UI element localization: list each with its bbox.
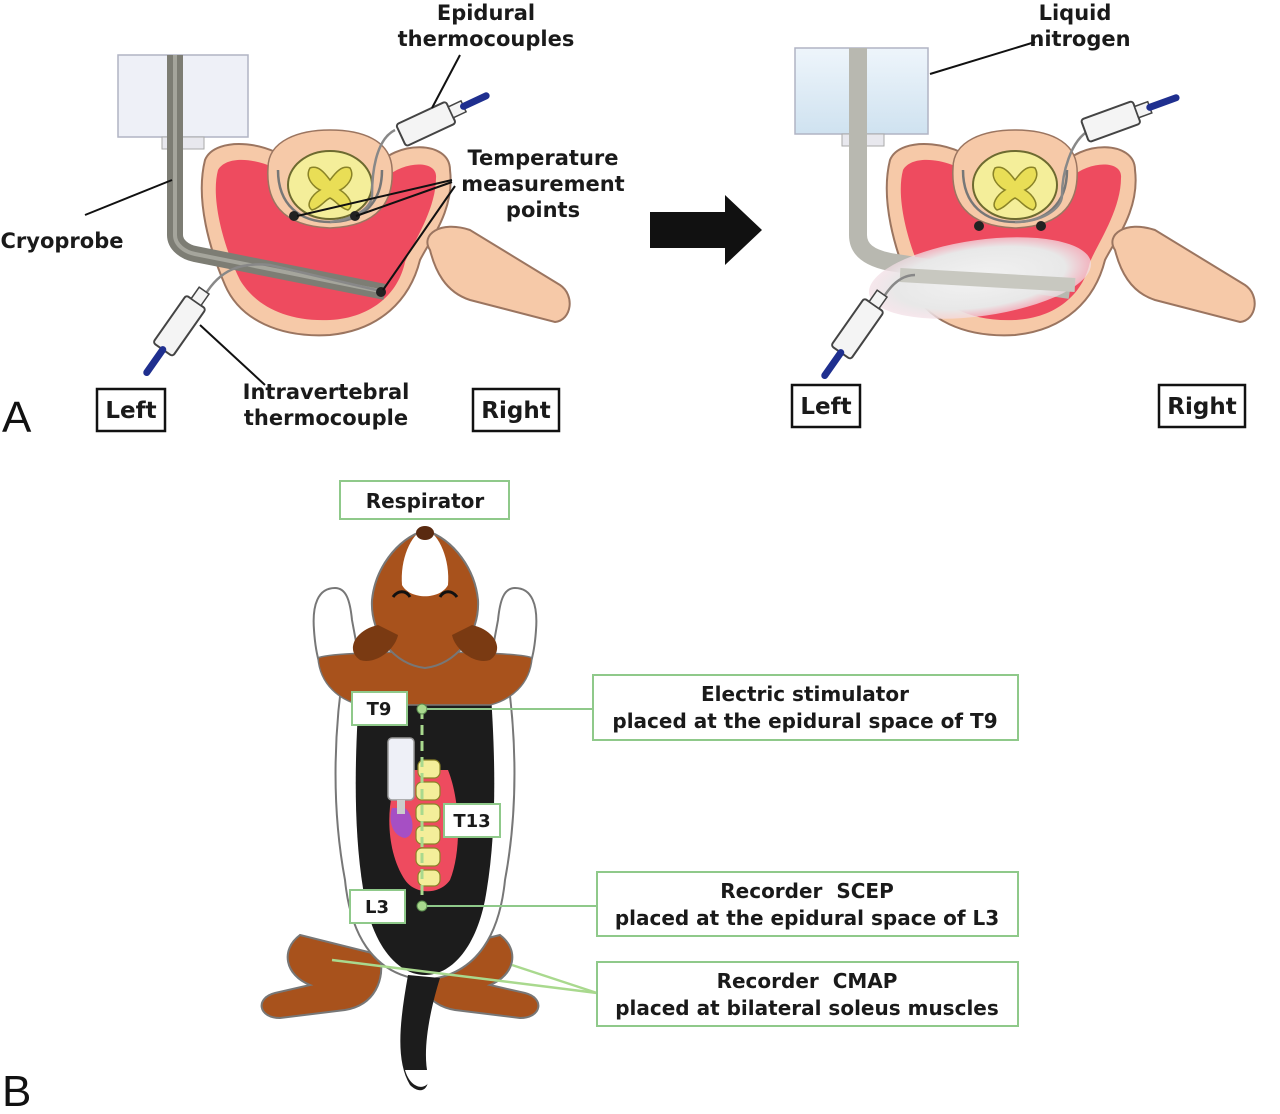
frosted-probe-shaft [849,48,1072,299]
label-temp-2: measurement [461,172,624,196]
intravertebral-wire [203,263,386,296]
panel-b: Respirator [260,480,1019,1091]
label-intravertebral-1: Intravertebral [243,380,410,404]
box-l3 [349,889,406,924]
box-scep [596,871,1019,937]
label-temp-3: points [506,198,580,222]
label-respirator: Respirator [366,489,485,513]
panel-a-after: Liquid nitrogen Left Right [790,1,1256,429]
label-temp-1: Temperature [467,146,618,170]
dog-ear-right [452,625,498,661]
box-respirator [339,480,510,520]
label-cryoprobe: Cryoprobe [1,229,124,253]
rib-limb [426,225,571,324]
epidural-wire-after [1014,128,1091,224]
box-right-after [1157,383,1247,429]
box-cmap [596,961,1019,1027]
dog-head [370,528,480,670]
label-left-before: Left [105,398,156,424]
label-t13: T13 [453,811,490,832]
dog-hind-leg-left [260,933,383,1020]
point-epidural-right-after [1036,221,1046,231]
label-epidural-1: Epidural [437,1,535,25]
dog-tail-tip [405,1070,430,1087]
panel-letter-a: A [2,393,32,442]
panel-letter-b: B [2,1067,31,1114]
intravertebral-thermocouple-after [821,289,889,380]
marker-l3 [416,900,428,912]
label-intravertebral-2: thermocouple [244,406,408,430]
leader-cryoprobe [84,179,173,216]
dog-ear-left [352,625,398,661]
label-liquid-1: Liquid [1039,1,1112,25]
leader-temp-1 [296,179,453,217]
leader-liquid-nitrogen [929,41,1036,75]
frosted-probe-tip [899,268,1076,292]
leader-temp-3 [382,185,456,291]
vertebral-column [415,759,441,887]
box-right-before [471,387,561,433]
label-scep-2: placed at the epidural space of L3 [615,906,999,930]
label-right-after: Right [1167,394,1236,420]
epidural-wire [329,128,396,224]
label-stimulator-1: Electric stimulator [701,682,909,706]
dog-nose [416,526,434,540]
epidural-thermocouple [395,92,490,147]
grey-matter-after [992,166,1038,211]
dog-cryoprobe-neck [397,800,405,814]
leader-temp-2 [355,181,453,217]
box-t13 [443,803,501,838]
point-epidural-right [350,211,360,221]
intravertebral-wire-after [883,273,916,296]
label-scep-1: Recorder SCEP [720,879,894,903]
label-right-before: Right [481,398,550,424]
intravertebral-thermocouple [143,286,211,377]
label-l3: L3 [365,897,389,918]
point-epidural-left [289,211,299,221]
dog-muzzle [401,528,449,597]
dog-eye-left [391,590,412,598]
leader-epidural [431,54,461,109]
label-epidural-2: thermocouples [398,27,575,51]
label-left-after: Left [800,394,851,420]
transition-arrow [650,195,762,265]
label-cmap-2: placed at bilateral soleus muscles [615,996,999,1020]
cryoprobe-highlight [173,55,386,294]
panel-a-before: Epidural thermocouples Temperature measu… [1,1,625,433]
kidney-tissue [390,808,413,838]
label-cmap-1: Recorder CMAP [717,969,898,993]
leader-intravertebral [199,324,266,386]
point-epidural-left-after [974,221,984,231]
box-left-before [95,387,167,433]
rib-limb-after [1111,225,1256,324]
dog-tail [400,975,440,1091]
box-t9 [351,691,408,726]
line-cmap-left [331,958,598,995]
label-liquid-2: nitrogen [1029,27,1130,51]
label-t9: T9 [367,699,392,720]
label-stimulator-2: placed at the epidural space of T9 [612,709,997,733]
grey-matter [307,166,353,211]
dog-cryoprobe [387,737,415,801]
marker-t9 [416,703,428,715]
box-stimulator [592,674,1019,741]
dog-eye-right [438,590,459,598]
box-left-after [790,383,862,429]
line-cmap-right [511,963,598,995]
epidural-thermocouple-after [1080,94,1180,143]
